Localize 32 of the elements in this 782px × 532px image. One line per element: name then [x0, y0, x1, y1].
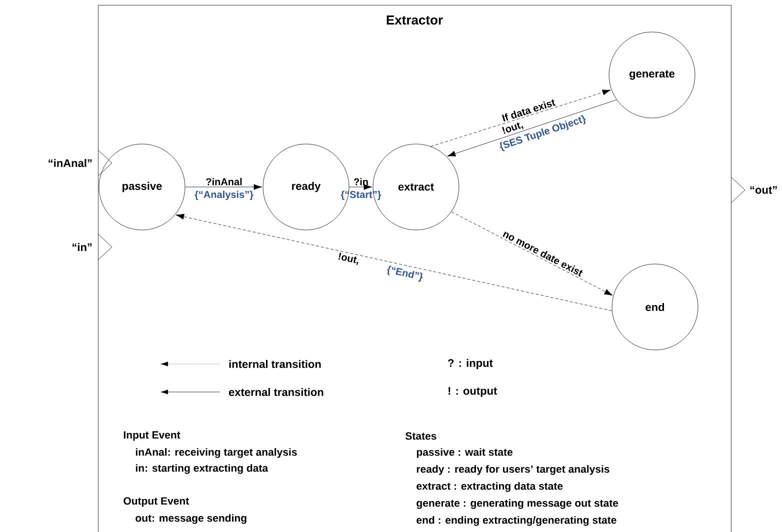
transition-arrow [447, 100, 617, 156]
note-text: extract : extracting data state [416, 482, 563, 492]
note-text: ready : ready for users’ target analysis [416, 465, 610, 475]
transition-arrow [349, 184, 372, 190]
note-text: out: message sending [136, 514, 246, 524]
legend-text: internal transition [229, 360, 321, 368]
transition-arrow [176, 214, 612, 311]
port-label: “out” [750, 186, 777, 194]
edge-label: !out, [338, 252, 358, 266]
edge-label: !out, [502, 122, 524, 134]
message-label: {“Start”} [340, 190, 382, 200]
note-text: generate : generating message out state [416, 499, 618, 509]
section-heading: States [406, 432, 436, 440]
note-text: inAnal: receiving target analysis [136, 448, 297, 458]
message-label: {“Analysis”} [194, 190, 254, 200]
legend-text: external transition [228, 388, 324, 396]
note-text: passive : wait state [416, 448, 512, 458]
transition-arrow [185, 184, 262, 190]
section-heading: Input Event [124, 431, 180, 441]
edge-label: no more date exist [502, 232, 583, 277]
note-text: in: starting extracting data [136, 464, 268, 474]
edge-label: ?in [354, 178, 368, 186]
transition-arrow [430, 90, 611, 147]
key-text: ! : output [448, 387, 498, 397]
edge-label: If data exist [502, 99, 556, 122]
key-text: ? : input [448, 358, 493, 370]
port-label: “in” [72, 243, 92, 251]
edge-label: ?inAnal [206, 178, 242, 186]
note-text: end : ending extracting/generating state [416, 516, 616, 526]
section-heading: Output Event [124, 497, 189, 507]
transition-arrow [451, 212, 613, 296]
message-label: {“End”} [387, 266, 423, 282]
